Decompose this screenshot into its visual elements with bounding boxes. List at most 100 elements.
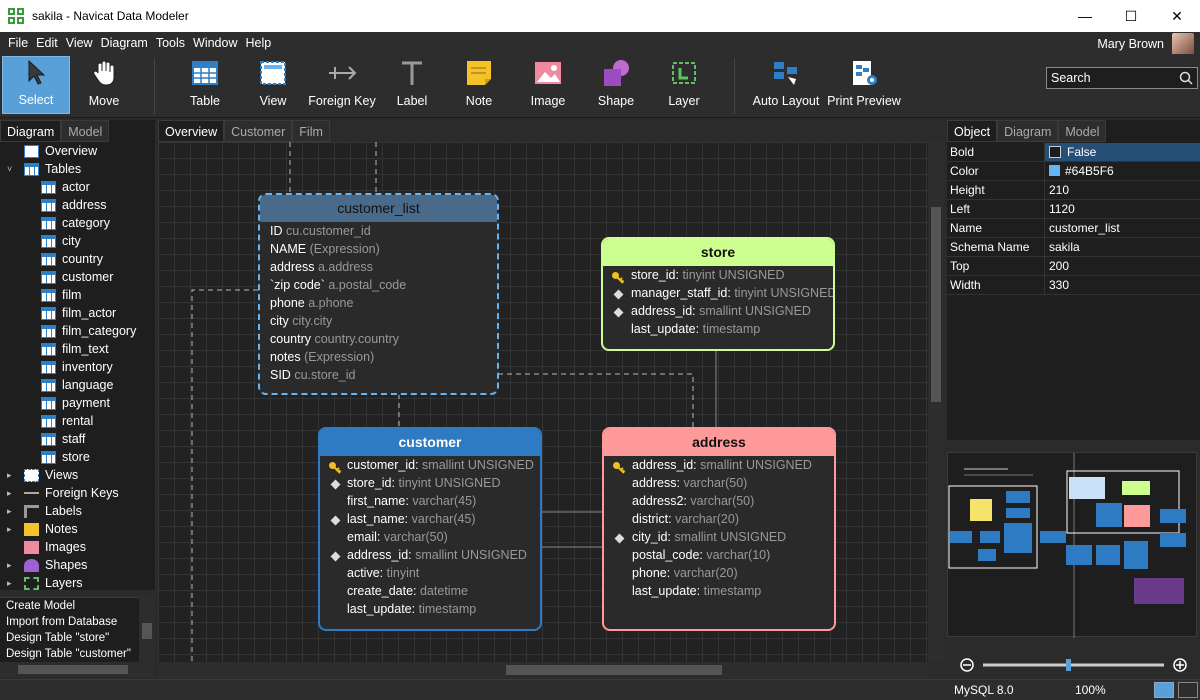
menu-window[interactable]: Window <box>193 36 238 50</box>
menu-help[interactable]: Help <box>245 36 272 50</box>
tree-item-table[interactable]: payment <box>0 394 155 412</box>
tree-item-table[interactable]: inventory <box>0 358 155 376</box>
canvas-horizontal-scrollbar[interactable] <box>158 662 928 678</box>
field-row[interactable]: store_id: tinyint UNSIGNED <box>603 268 833 286</box>
menu-tools[interactable]: Tools <box>155 36 186 50</box>
view-tool-button[interactable]: View <box>244 56 302 114</box>
history-item[interactable]: Create Model <box>6 600 76 612</box>
field-row[interactable]: address_id: smallint UNSIGNED <box>603 304 833 322</box>
tab-overview[interactable]: Overview <box>158 120 225 142</box>
image-tool-button[interactable]: Image <box>520 56 576 114</box>
history-item[interactable]: Design Table "store" <box>6 632 110 644</box>
field-row[interactable]: create_date: datetime <box>320 584 540 602</box>
property-row-color[interactable]: Color#64B5F6 <box>947 162 1200 181</box>
field-row[interactable]: address_id: smallint UNSIGNED <box>604 458 834 476</box>
expand-arrow-icon[interactable]: ▸ <box>7 523 12 534</box>
menu-view[interactable]: View <box>65 36 93 50</box>
zoom-slider-thumb[interactable] <box>1066 659 1071 671</box>
tree-item-table[interactable]: country <box>0 250 155 268</box>
tree-item-overview[interactable]: Overview <box>0 142 155 160</box>
foreign-key-tool-button[interactable]: Foreign Key <box>306 56 378 114</box>
tree-item-table[interactable]: language <box>0 376 155 394</box>
history-item[interactable]: Design Table "customer" <box>6 648 131 660</box>
history-scrollbar[interactable] <box>139 597 155 662</box>
maximize-button[interactable]: ☐ <box>1124 7 1138 24</box>
tree-group-views[interactable]: ▸Views <box>7 468 79 482</box>
tree-item-table[interactable]: film_text <box>0 340 155 358</box>
close-button[interactable]: ✕ <box>1171 7 1183 24</box>
field-row[interactable]: phone: varchar(20) <box>604 566 834 584</box>
tab-object[interactable]: Object <box>947 120 998 142</box>
history-item[interactable]: Import from Database <box>6 616 118 628</box>
field-row[interactable]: last_update: timestamp <box>320 602 540 620</box>
field-row[interactable]: NAME (Expression) <box>260 242 497 260</box>
user-account[interactable]: Mary Brown <box>1097 32 1200 56</box>
tree-item-table[interactable]: actor <box>0 178 155 196</box>
field-row[interactable]: address_id: smallint UNSIGNED <box>320 548 540 566</box>
tab-customer[interactable]: Customer <box>224 120 293 142</box>
tab-film[interactable]: Film <box>292 120 330 142</box>
shape-tool-button[interactable]: Shape <box>588 56 644 114</box>
collapse-arrow-icon[interactable]: ˅ <box>7 164 13 174</box>
tree-group-labels[interactable]: ▸Labels <box>7 504 82 518</box>
layout-toggle-icon[interactable] <box>1154 682 1174 698</box>
field-row[interactable]: city_id: smallint UNSIGNED <box>604 530 834 548</box>
label-tool-button[interactable]: Label <box>386 56 438 114</box>
expand-arrow-icon[interactable]: ▸ <box>7 487 12 498</box>
field-row[interactable]: postal_code: varchar(10) <box>604 548 834 566</box>
note-tool-button[interactable]: Note <box>452 56 506 114</box>
tree-item-tables[interactable]: ˅ Tables <box>7 162 82 176</box>
print-preview-button[interactable]: Print Preview <box>826 56 902 114</box>
field-row[interactable]: last_update: timestamp <box>604 584 834 602</box>
tree-item-table[interactable]: film <box>0 286 155 304</box>
tree-item-table[interactable]: store <box>0 448 155 466</box>
tree-horizontal-scrollbar[interactable] <box>0 662 155 677</box>
minimize-button[interactable]: — <box>1078 8 1092 24</box>
move-tool-button[interactable]: Move <box>72 56 136 114</box>
tree-item-table[interactable]: category <box>0 214 155 232</box>
tree-group-notes[interactable]: ▸Notes <box>7 522 78 536</box>
tree-item-table[interactable]: film_category <box>0 322 155 340</box>
layout-toggle-icon[interactable] <box>1178 682 1198 698</box>
tab-model-props[interactable]: Model <box>1058 120 1107 142</box>
field-row[interactable]: district: varchar(20) <box>604 512 834 530</box>
minimap[interactable] <box>947 452 1197 638</box>
menu-file[interactable]: File <box>8 36 29 50</box>
field-row[interactable]: notes (Expression) <box>260 350 497 368</box>
tab-diagram[interactable]: Diagram <box>0 120 62 142</box>
tree-group-shapes[interactable]: ▸Shapes <box>7 558 88 572</box>
field-row[interactable]: address2: varchar(50) <box>604 494 834 512</box>
field-row[interactable]: city city.city <box>260 314 497 332</box>
tree-item-table[interactable]: rental <box>0 412 155 430</box>
field-row[interactable]: ID cu.customer_id <box>260 224 497 242</box>
field-row[interactable]: last_name: varchar(45) <box>320 512 540 530</box>
select-tool-button[interactable]: Select <box>2 56 70 114</box>
tree-item-table[interactable]: address <box>0 196 155 214</box>
tree-group-foreign-keys[interactable]: ▸Foreign Keys <box>7 486 119 500</box>
auto-layout-button[interactable]: Auto Layout <box>750 56 822 114</box>
field-row[interactable]: phone a.phone <box>260 296 497 314</box>
expand-arrow-icon[interactable]: ▸ <box>7 577 12 588</box>
menu-diagram[interactable]: Diagram <box>100 36 148 50</box>
table-tool-button[interactable]: Table <box>176 56 234 114</box>
field-row[interactable]: customer_id: smallint UNSIGNED <box>320 458 540 476</box>
tree-item-table[interactable]: customer <box>0 268 155 286</box>
field-row[interactable]: store_id: tinyint UNSIGNED <box>320 476 540 494</box>
canvas-vertical-scrollbar[interactable] <box>928 142 944 662</box>
field-row[interactable]: country country.country <box>260 332 497 350</box>
field-row[interactable]: `zip code` a.postal_code <box>260 278 497 296</box>
expand-arrow-icon[interactable]: ▸ <box>7 559 12 570</box>
tree-group-layers[interactable]: ▸Layers <box>7 576 83 590</box>
field-row[interactable]: manager_staff_id: tinyint UNSIGNED <box>603 286 833 304</box>
field-row[interactable]: email: varchar(50) <box>320 530 540 548</box>
tree-item-table[interactable]: film_actor <box>0 304 155 322</box>
field-row[interactable]: active: tinyint <box>320 566 540 584</box>
